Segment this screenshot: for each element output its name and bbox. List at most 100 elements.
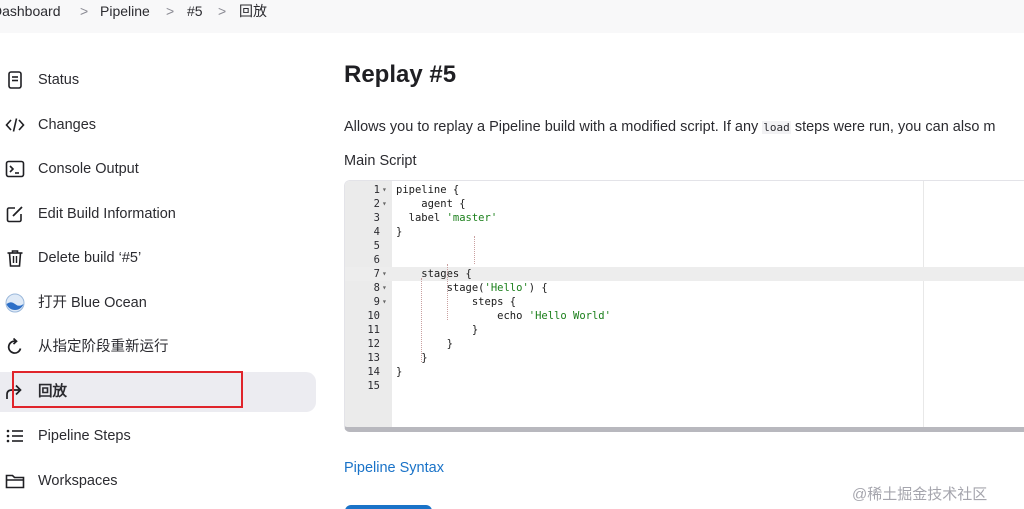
- sidebar-item-label: Delete build ‘#5’: [38, 250, 142, 266]
- blue-ocean-icon: [5, 293, 25, 313]
- code-line[interactable]: 5: [345, 239, 1024, 253]
- code-line[interactable]: 3 label 'master': [345, 211, 1024, 225]
- indent-guide: [421, 278, 422, 362]
- line-number: 13: [367, 352, 380, 364]
- script-editor[interactable]: 1▾pipeline {2▾ agent {3 label 'master'4}…: [344, 180, 1024, 432]
- line-number: 15: [367, 380, 380, 392]
- code-line[interactable]: 11 }: [345, 323, 1024, 337]
- line-number: 1: [373, 184, 380, 196]
- watermark: @稀土掘金技术社区: [852, 486, 988, 503]
- terminal-icon: [5, 159, 25, 179]
- code-line[interactable]: 2▾ agent {: [345, 197, 1024, 211]
- list-icon: [5, 426, 25, 446]
- sidebar-item-label: 回放: [38, 384, 67, 400]
- code-string: 'Hello World': [528, 310, 611, 322]
- description-code: load: [762, 121, 791, 134]
- sidebar-item-edit-build-information[interactable]: Edit Build Information: [0, 194, 316, 234]
- sidebar-item-pipeline-steps[interactable]: Pipeline Steps: [0, 416, 316, 456]
- line-number: 11: [367, 324, 380, 336]
- code-text: stages {: [396, 268, 472, 280]
- code-line[interactable]: 1▾ pipeline {: [345, 183, 1024, 197]
- breadcrumb-separator: >: [80, 3, 89, 19]
- code-icon: [5, 115, 25, 135]
- code-line[interactable]: 6: [345, 253, 1024, 267]
- page-description: Allows you to replay a Pipeline build wi…: [344, 118, 996, 137]
- pipeline-syntax-link[interactable]: Pipeline Syntax: [344, 460, 444, 476]
- indent-guide: [474, 236, 475, 264]
- line-number: 10: [367, 310, 380, 322]
- breadcrumb-separator: >: [218, 3, 227, 19]
- code-text: }: [396, 226, 403, 238]
- code-text: pipeline {: [396, 184, 460, 196]
- code-line[interactable]: 8▾ stage('Hello') {: [345, 281, 1024, 295]
- line-number: 14: [367, 366, 380, 378]
- code-text: stage('Hello') {: [396, 282, 548, 294]
- breadcrumb-pipeline[interactable]: Pipeline: [100, 3, 150, 19]
- fold-toggle-icon[interactable]: ▾: [382, 199, 387, 208]
- folder-icon: [5, 471, 25, 491]
- page-title: Replay #5: [344, 61, 457, 88]
- sidebar-item-restart-from-stage[interactable]: 从指定阶段重新运行: [0, 327, 316, 367]
- sidebar-item-label: Console Output: [38, 161, 139, 177]
- sidebar-item-status[interactable]: Status: [0, 60, 316, 100]
- indent-guide: [447, 264, 448, 320]
- sidebar-item-open-blue-ocean[interactable]: 打开 Blue Ocean: [0, 283, 316, 323]
- code-text: }: [396, 338, 453, 350]
- code-text: agent {: [396, 198, 466, 210]
- fold-toggle-icon[interactable]: ▾: [382, 283, 387, 292]
- restart-icon: [5, 337, 25, 357]
- code-line[interactable]: 13 }: [345, 351, 1024, 365]
- breadcrumb-replay[interactable]: 回放: [239, 3, 267, 19]
- line-number: 9: [373, 296, 380, 308]
- breadcrumb: Dashboard > Pipeline > #5 > 回放: [0, 0, 1024, 33]
- line-number: 6: [373, 254, 380, 266]
- fold-toggle-icon[interactable]: ▾: [382, 185, 387, 194]
- description-text: Allows you to replay a Pipeline build wi…: [344, 119, 763, 135]
- run-button[interactable]: [345, 505, 432, 509]
- line-number: 7: [373, 268, 380, 280]
- description-text-end: steps were run, you can also m: [790, 119, 996, 135]
- sidebar-item-label: Pipeline Steps: [38, 428, 131, 444]
- fold-toggle-icon[interactable]: ▾: [382, 269, 387, 278]
- edit-icon: [5, 204, 25, 224]
- fold-toggle-icon[interactable]: ▾: [382, 297, 387, 306]
- sidebar-item-delete-build[interactable]: Delete build ‘#5’: [0, 238, 316, 278]
- code-text: echo 'Hello World': [396, 310, 611, 322]
- document-icon: [5, 70, 25, 90]
- sidebar-item-label: Status: [38, 72, 80, 88]
- sidebar-item-replay[interactable]: 回放: [0, 372, 316, 412]
- line-number: 4: [373, 226, 380, 238]
- code-line[interactable]: 4}: [345, 225, 1024, 239]
- trash-icon: [5, 248, 25, 268]
- code-line[interactable]: 7▾ stages {: [345, 267, 1024, 281]
- line-number: 5: [373, 240, 380, 252]
- sidebar-item-label: 从指定阶段重新运行: [38, 339, 169, 355]
- breadcrumb-separator: >: [166, 3, 175, 19]
- line-number: 3: [373, 212, 380, 224]
- line-number-gutter: [345, 181, 392, 427]
- code-line[interactable]: 15: [345, 379, 1024, 393]
- main-script-label: Main Script: [344, 153, 417, 169]
- line-number: 12: [367, 338, 380, 350]
- sidebar-item-console-output[interactable]: Console Output: [0, 149, 316, 189]
- breadcrumb-build[interactable]: #5: [187, 3, 203, 19]
- sidebar-item-workspaces[interactable]: Workspaces: [0, 461, 316, 501]
- code-text: }: [396, 366, 403, 378]
- breadcrumb-dashboard[interactable]: Dashboard: [0, 3, 61, 19]
- code-line[interactable]: 14}: [345, 365, 1024, 379]
- code-string: 'master': [446, 212, 498, 224]
- sidebar-item-label: 打开 Blue Ocean: [38, 295, 147, 311]
- sidebar-item-changes[interactable]: Changes: [0, 105, 316, 145]
- code-text: }: [396, 324, 479, 336]
- line-number: 8: [373, 282, 380, 294]
- replay-icon: [5, 382, 25, 402]
- code-text: }: [396, 352, 428, 364]
- code-string: 'Hello': [484, 282, 529, 294]
- code-line[interactable]: 9▾ steps {: [345, 295, 1024, 309]
- code-line[interactable]: 10 echo 'Hello World': [345, 309, 1024, 323]
- code-line[interactable]: 12 }: [345, 337, 1024, 351]
- code-text: label 'master': [396, 212, 498, 224]
- print-margin: [923, 181, 924, 427]
- sidebar-item-label: Edit Build Information: [38, 206, 176, 222]
- code-text: steps {: [396, 296, 517, 308]
